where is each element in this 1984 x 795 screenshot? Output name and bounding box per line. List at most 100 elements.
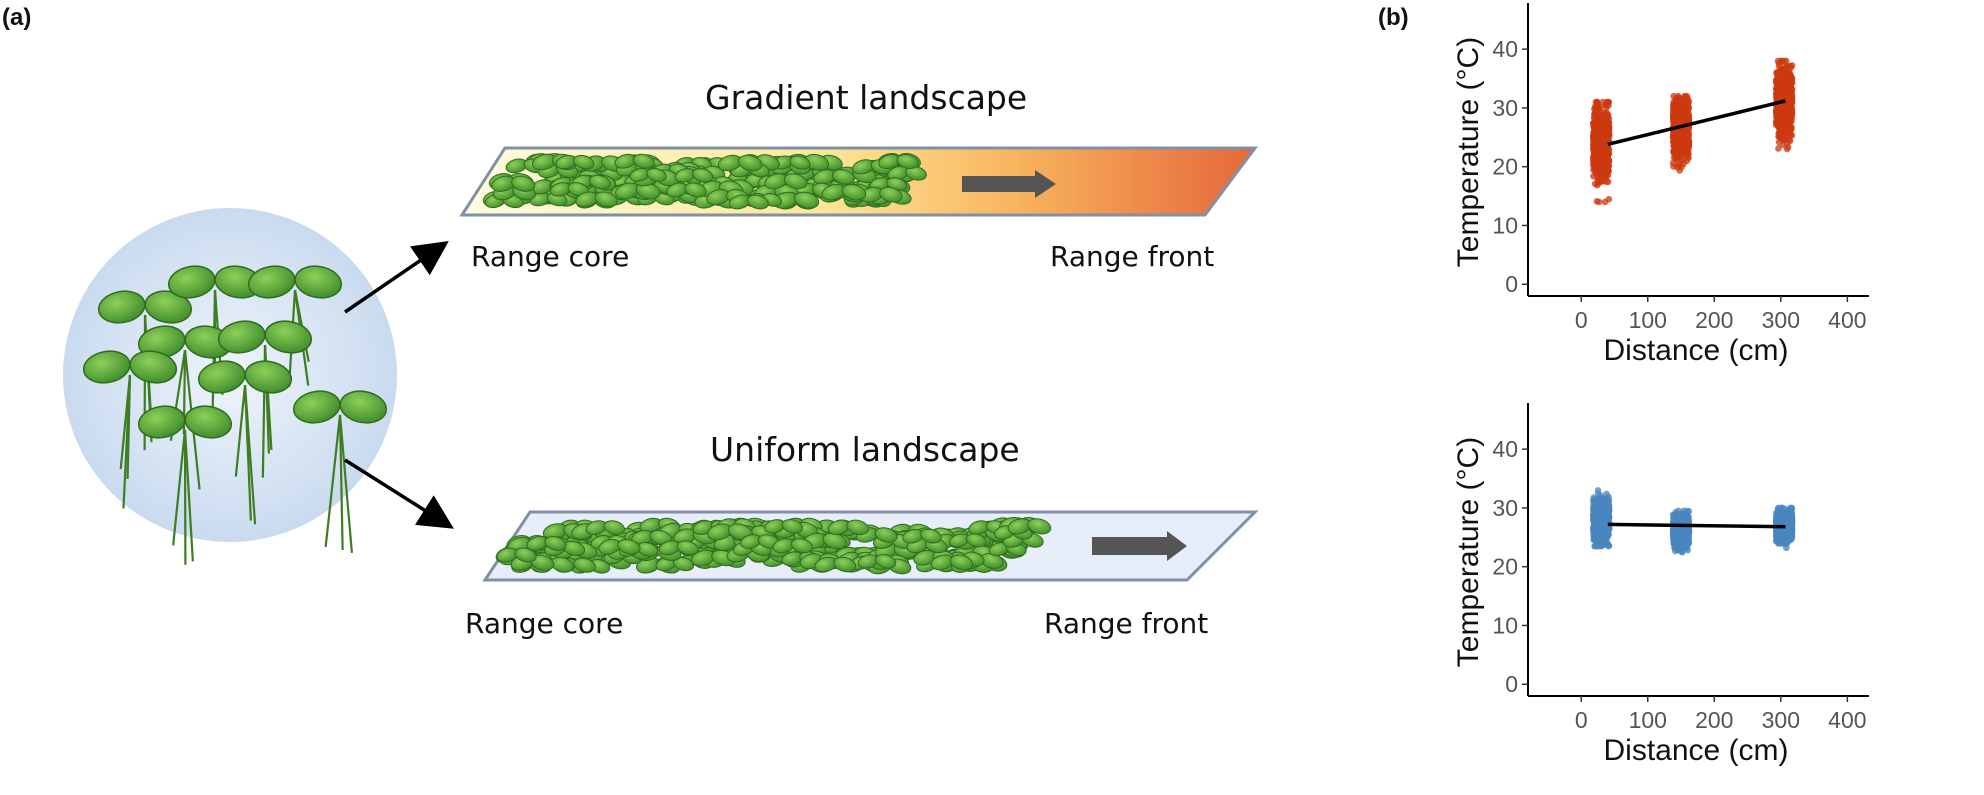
data-point — [1676, 160, 1683, 168]
duckweed-culture-circle — [63, 208, 397, 565]
duckweed-frond — [496, 547, 537, 563]
data-point — [1595, 117, 1602, 125]
data-point — [1605, 98, 1613, 106]
duckweed-frond — [814, 556, 857, 573]
data-point — [1775, 145, 1782, 152]
x-tick-label: 200 — [1695, 307, 1733, 333]
chart-0-points — [1589, 57, 1796, 206]
data-point — [1598, 500, 1605, 508]
data-point — [1670, 516, 1678, 524]
panel-a-label: (a) — [2, 4, 32, 31]
duckweed-frond — [827, 519, 870, 535]
data-point — [1595, 176, 1602, 184]
data-point — [1605, 119, 1613, 126]
duckweed-frond — [728, 194, 769, 210]
data-point — [1787, 127, 1795, 135]
duckweed-frond — [764, 173, 808, 190]
data-point — [1787, 78, 1795, 86]
data-point — [1783, 74, 1790, 82]
duckweed-frond — [491, 175, 536, 192]
panel-b-label: (b) — [1378, 4, 1409, 31]
data-point — [1782, 85, 1790, 93]
duckweed-frond — [629, 167, 667, 182]
point-group-30 — [1589, 487, 1613, 550]
x-tick-label: 300 — [1762, 307, 1800, 333]
data-point — [1590, 516, 1597, 524]
x-axis-label: Distance (cm) — [1603, 334, 1788, 367]
duckweed-frond — [772, 538, 814, 554]
data-point — [1772, 109, 1780, 117]
point-group-150 — [1669, 92, 1693, 174]
duckweed-frond — [857, 554, 897, 569]
duckweed-frond — [598, 538, 641, 555]
data-point — [1683, 515, 1691, 522]
x-tick-label: 400 — [1828, 307, 1866, 333]
data-point — [1788, 531, 1795, 539]
data-point — [1773, 79, 1781, 87]
data-point — [1603, 104, 1610, 112]
point-group-150 — [1669, 507, 1693, 556]
data-point — [1781, 107, 1789, 115]
data-point — [1590, 120, 1597, 127]
uniform-range-core-label: Range core — [465, 607, 624, 640]
y-tick-label: 10 — [1492, 212, 1518, 238]
trend-line — [1607, 99, 1786, 147]
data-point — [1677, 538, 1685, 546]
y-tick-label: 40 — [1492, 436, 1518, 462]
x-tick-label: 0 — [1575, 307, 1588, 333]
duckweed-frond — [666, 182, 707, 198]
data-point — [1787, 94, 1795, 102]
duckweed-frond — [949, 533, 987, 548]
data-point — [1593, 198, 1601, 205]
data-point — [1604, 154, 1611, 162]
duckweed-frond — [821, 183, 867, 201]
data-point — [1672, 136, 1680, 143]
point-group-305 — [1772, 57, 1796, 153]
uniform-landscape-title: Uniform landscape — [710, 430, 1020, 469]
data-point — [1784, 535, 1791, 543]
data-point — [1603, 497, 1611, 504]
y-tick-label: 0 — [1505, 271, 1518, 297]
data-point — [1675, 94, 1682, 101]
data-point — [1595, 127, 1602, 135]
data-point — [1671, 113, 1679, 120]
data-point — [1681, 114, 1688, 121]
duckweed-frond — [585, 520, 626, 535]
data-point — [1603, 540, 1610, 547]
data-point — [1605, 163, 1612, 171]
data-point — [1786, 137, 1794, 145]
data-point — [1604, 525, 1611, 533]
gradient-expansion-arrow — [962, 170, 1056, 198]
data-point — [1603, 128, 1611, 135]
data-point — [1599, 98, 1607, 106]
data-point — [1777, 124, 1785, 132]
data-point — [1773, 92, 1780, 99]
x-tick-label: 0 — [1575, 707, 1588, 733]
y-axis-label: Temperature (°C) — [1452, 37, 1485, 267]
data-point — [1681, 95, 1689, 102]
duckweed-frond — [555, 154, 595, 170]
data-point — [1772, 537, 1780, 545]
arrow-to-gradient — [344, 241, 449, 314]
data-point — [1594, 542, 1602, 549]
data-point — [1780, 66, 1788, 73]
data-point — [1673, 528, 1680, 535]
data-point — [1593, 181, 1601, 189]
x-tick-label: 300 — [1762, 707, 1800, 733]
duckweed-frond — [575, 191, 618, 208]
y-tick-label: 30 — [1492, 95, 1518, 121]
data-point — [1774, 75, 1781, 82]
duckweed-frond — [717, 154, 763, 172]
data-point — [1595, 160, 1603, 167]
chart-1-points — [1589, 487, 1796, 556]
x-tick-label: 400 — [1828, 707, 1866, 733]
uniform-landscape-tray — [482, 510, 1259, 582]
data-point — [1676, 533, 1684, 540]
data-point — [1776, 512, 1783, 520]
arrow-to-uniform — [344, 458, 454, 529]
gradient-range-core-label: Range core — [471, 240, 630, 273]
data-point — [1675, 507, 1682, 515]
data-point — [1782, 129, 1789, 137]
